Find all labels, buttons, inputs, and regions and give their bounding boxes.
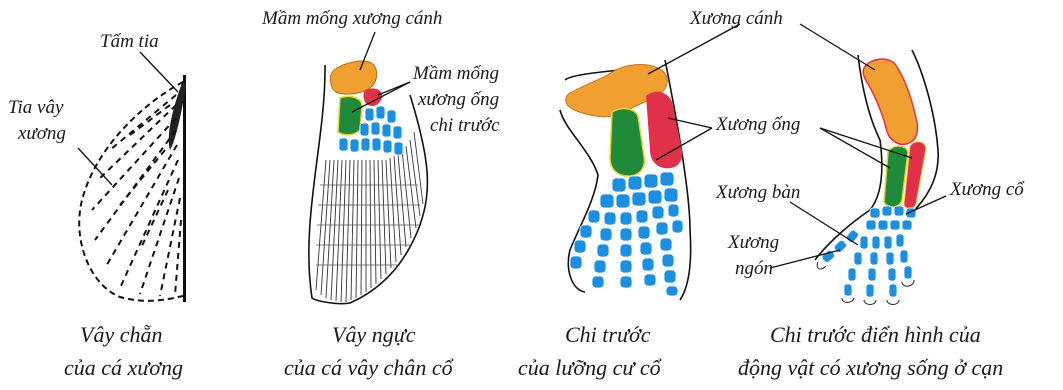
- ray-leader: [78, 148, 112, 185]
- terrestrial-finger-outlines: [817, 262, 914, 305]
- lobe-fin-panel: Mầm mống xương cánh Mầm mống xương ống c…: [261, 8, 500, 380]
- humerus-leader-1: [648, 24, 740, 74]
- humerus-bud-label: Mầm mống xương cánh: [261, 8, 442, 29]
- wrist-label: Xương cổ: [949, 179, 1025, 200]
- metacarpal-leader: [790, 202, 858, 245]
- terrestrial-humerus: [863, 59, 917, 144]
- amphibian-caption-1: Chi trước: [565, 322, 651, 347]
- fish-fin-caption-1: Vây chẵn: [80, 322, 162, 347]
- finger-label-2: ngón: [735, 258, 773, 279]
- lobe-fin-caption-2: của cá vây chân cổ: [284, 355, 454, 380]
- lobe-fin-caption-1: Vây ngực: [332, 322, 416, 347]
- plate-label: Tấm tia: [100, 31, 159, 52]
- amphibian-radius: [610, 109, 644, 176]
- fish-fin-caption-2: của cá xương: [64, 355, 183, 380]
- amphibian-caption-2: của lưỡng cư cổ: [518, 355, 662, 380]
- radius-bud: [338, 96, 362, 134]
- humerus-label: Xương cánh: [689, 8, 783, 29]
- terrestrial-caption-1: Chi trước điển hình của: [770, 322, 981, 347]
- lobe-fin-rays: [316, 132, 423, 302]
- fish-fin-panel: Tấm tia Tia vây xương Vây chẵn của cá xư…: [8, 31, 186, 380]
- tube-bones-label: Xương ống: [715, 114, 800, 135]
- tube-bud-label-2: xương ống: [417, 89, 499, 110]
- amphibian-ulna: [646, 92, 682, 169]
- ray-label-line1: Tia vây: [8, 97, 64, 118]
- tube-bud-label-1: Mầm mống: [412, 63, 499, 84]
- fin-rays: [92, 95, 181, 296]
- amphibian-limb-panel: Chi trước của lưỡng cư cổ: [518, 60, 691, 380]
- terrestrial-limb-panel: Xương cánh Xương ống Xương bàn Xương ngó…: [648, 8, 1025, 380]
- humerus-leader-2: [800, 24, 875, 70]
- finger-label-1: Xương: [727, 232, 779, 253]
- tube-bud-label-3: chi trước: [430, 115, 500, 136]
- ray-label-line2: xương: [17, 123, 66, 144]
- metacarpal-label: Xương bàn: [715, 182, 800, 203]
- terrestrial-caption-2: động vật có xương sống ở cạn: [738, 355, 1003, 380]
- body-wall: [183, 75, 186, 302]
- amphibian-small-bones: [570, 172, 683, 296]
- plate-leader: [140, 52, 178, 92]
